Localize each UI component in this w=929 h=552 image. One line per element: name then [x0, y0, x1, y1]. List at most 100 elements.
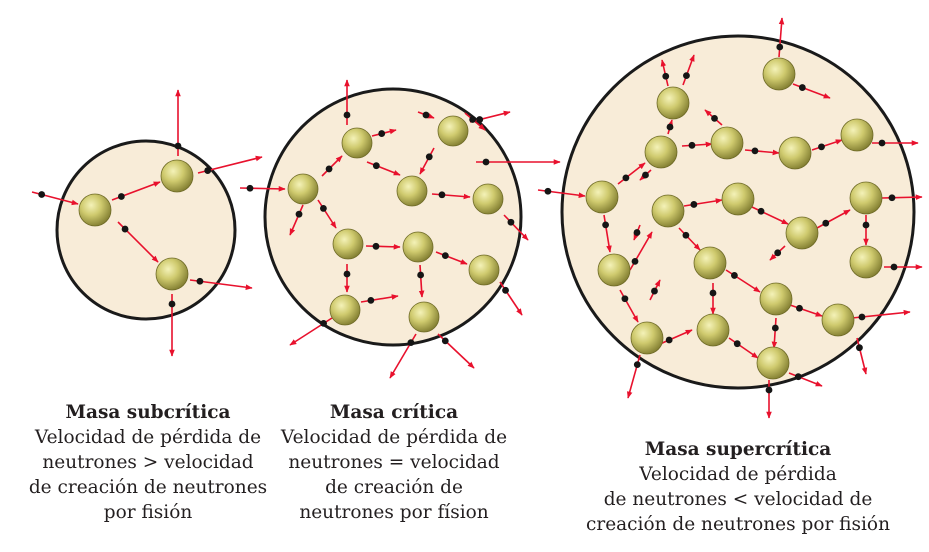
neutron-dot: [168, 300, 176, 308]
neutron-arrow: [856, 337, 868, 375]
neutron-dot: [325, 165, 333, 173]
critical-title: Masa crítica: [329, 402, 459, 423]
critical-panel: [239, 79, 561, 379]
neutron-dot: [796, 304, 803, 312]
supercritical-caption-line: Velocidad de pérdida: [639, 464, 837, 485]
neutron-arrow: [289, 204, 304, 236]
uranium-nucleus: [408, 301, 440, 333]
neutron-arrow: [617, 162, 646, 185]
neutron-dot: [683, 72, 690, 80]
uranium-nucleus: [693, 246, 727, 280]
subcritical-mass-circle: [55, 139, 237, 321]
neutron-dot: [733, 340, 741, 348]
neutron-dot: [856, 344, 863, 352]
neutron-arrow: [659, 329, 693, 345]
neutron-dot: [631, 257, 639, 265]
neutron-dot: [320, 205, 327, 212]
uranium-nucleus: [849, 245, 883, 279]
neutron-arrow: [788, 372, 823, 387]
uranium-nucleus: [341, 127, 373, 159]
neutron-dot: [765, 386, 773, 394]
uranium-nucleus: [332, 228, 364, 260]
neutron-arrow: [683, 198, 723, 207]
neutron-dot: [822, 219, 830, 227]
supercritical-caption-line: creación de neutrones por fisión: [585, 514, 890, 535]
uranium-nucleus: [840, 118, 874, 152]
neutron-arrow: [619, 289, 639, 323]
neutron-arrow: [418, 264, 425, 298]
neutron-dot: [862, 221, 870, 229]
neutron-dot: [633, 229, 641, 236]
neutron-dot: [798, 84, 806, 91]
uranium-nucleus: [849, 181, 883, 215]
neutron-dot: [888, 194, 896, 202]
supercritical-caption: Masa supercrítica Velocidad de pérdida d…: [572, 437, 904, 537]
critical-caption: Masa crítica Velocidad de pérdida de neu…: [278, 400, 510, 525]
neutron-arrow: [360, 294, 399, 303]
neutron-dot: [651, 287, 658, 295]
uranium-nucleus: [402, 231, 434, 263]
subcritical-title: Masa subcrítica: [65, 402, 231, 423]
neutron-dot: [711, 114, 718, 122]
uranium-nucleus: [630, 321, 664, 355]
critical-caption-line: Velocidad de pérdida de: [280, 427, 508, 448]
neutron-dot: [878, 139, 886, 147]
critical-mass-circle: [263, 87, 523, 347]
uranium-nucleus: [396, 175, 428, 207]
neutron-arrow: [419, 147, 435, 175]
neutron-dot: [544, 187, 552, 195]
critical-caption-line: neutrones por físion: [299, 502, 489, 523]
neutron-arrow: [503, 214, 529, 241]
uranium-nucleus: [778, 136, 812, 170]
supercritical-panel: [537, 17, 923, 419]
neutron-dot: [622, 174, 630, 182]
neutron-dot: [367, 296, 375, 304]
neutron-arrow: [431, 193, 471, 200]
neutron-dot: [204, 167, 212, 174]
neutron-dot: [476, 116, 484, 123]
neutron-dot: [469, 116, 477, 123]
subcritical-panel: [31, 89, 263, 357]
neutron-arrow: [778, 17, 785, 58]
subcritical-caption-line: por fisión: [103, 502, 193, 523]
neutron-arrow: [469, 110, 511, 123]
neutron-dot: [425, 153, 433, 161]
subcritical-caption-line: neutrones > velocidad: [42, 452, 254, 473]
neutron-dot: [682, 231, 690, 239]
uranium-nucleus: [329, 294, 361, 326]
uranium-nucleus: [644, 135, 678, 169]
uranium-nucleus: [585, 180, 619, 214]
neutron-dot: [665, 336, 673, 344]
supercritical-title: Masa supercrítica: [644, 439, 832, 460]
uranium-nucleus: [78, 193, 112, 227]
neutron-dot: [441, 252, 449, 260]
neutron-dot: [690, 201, 698, 208]
uranium-nucleus: [651, 194, 685, 228]
neutron-dot: [642, 171, 649, 179]
neutron-arrow: [811, 139, 843, 151]
uranium-nucleus: [721, 182, 755, 216]
neutron-dot: [38, 191, 46, 198]
neutron-dot: [174, 142, 182, 150]
neutron-dot: [751, 147, 759, 155]
neutron-dot: [246, 184, 254, 192]
uranium-nucleus: [710, 126, 744, 160]
neutron-arrow: [365, 244, 401, 250]
neutron-dot: [662, 72, 670, 80]
neutron-dot: [438, 191, 446, 199]
neutron-dot: [757, 207, 765, 215]
neutron-dot: [343, 270, 351, 278]
neutron-dot: [343, 111, 351, 119]
neutron-dot: [482, 158, 490, 166]
neutron-arrow: [678, 227, 701, 251]
neutron-dot: [502, 286, 509, 294]
neutron-dot: [858, 313, 866, 321]
neutron-dot: [422, 111, 430, 119]
uranium-nucleus: [160, 159, 194, 193]
neutron-dot: [441, 337, 449, 345]
neutron-dot: [621, 295, 629, 303]
neutron-arrow: [499, 281, 523, 316]
uranium-nucleus: [696, 313, 730, 347]
uranium-nucleus: [759, 282, 793, 316]
neutron-dot: [774, 249, 782, 257]
